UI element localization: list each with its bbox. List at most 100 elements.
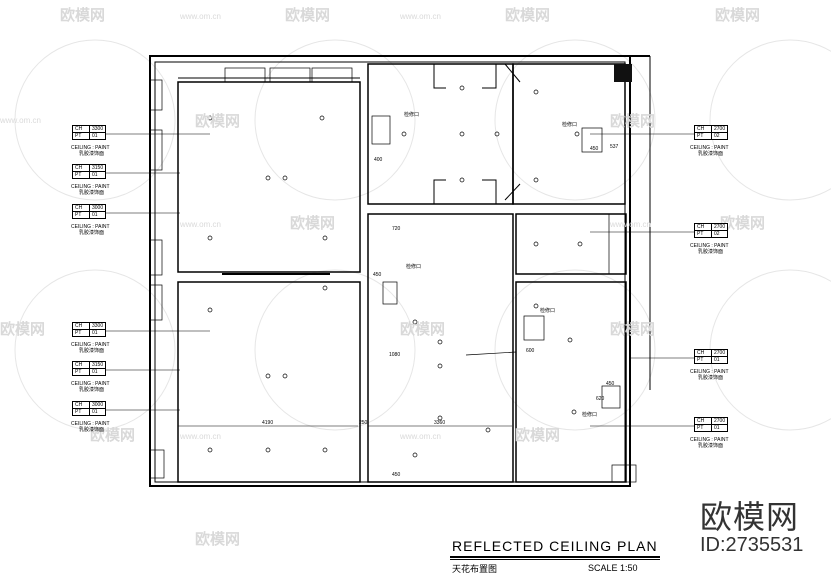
ceiling-tag-caption-cn: 乳胶漆饰面	[79, 387, 105, 393]
title-underline	[450, 556, 660, 558]
watermark-url: www.om.cn	[400, 12, 441, 21]
watermark-text: 欧模网	[60, 6, 106, 24]
ledge-bottom-right	[611, 464, 637, 483]
ceiling-tag-caption-cn: 乳胶漆饰面	[698, 375, 724, 381]
brand-id: ID:2735531	[700, 534, 804, 556]
watermark-text: 欧模网	[0, 320, 46, 338]
watermark-text: 欧模网	[515, 426, 561, 444]
shaft	[614, 64, 632, 82]
drawing-title: REFLECTED CEILING PLAN	[452, 538, 658, 554]
room-upper-left	[177, 81, 361, 273]
notch-4	[482, 64, 497, 89]
shelf-right	[608, 213, 627, 275]
dimension-label: 400	[374, 157, 383, 163]
tag-leaders	[104, 133, 694, 427]
title-underline-thin	[450, 559, 660, 560]
watermark-text: 欧模网	[720, 214, 766, 232]
wardrobe-3	[311, 67, 353, 83]
diag-1	[504, 63, 521, 83]
access-note: 检修口	[582, 412, 598, 418]
access-box-4	[523, 315, 545, 341]
ceiling-tag-caption: CEILING : PAINT	[690, 437, 729, 443]
ceiling-tag-caption: CEILING : PAINT	[71, 381, 110, 387]
access-note: 检修口	[562, 122, 578, 128]
dimension-label: 450	[606, 381, 615, 387]
dimension-label: 250	[359, 420, 368, 426]
watermark-url: www.om.cn	[180, 432, 221, 441]
dimension-label: 450	[590, 146, 599, 152]
dimension-label: 600	[526, 348, 535, 354]
window-left-4	[149, 284, 163, 321]
watermark-text: 欧模网	[400, 320, 446, 338]
ceiling-tag-caption: CEILING : PAINT	[71, 184, 110, 190]
watermark-text: 欧模网	[195, 530, 241, 548]
dimension-label: 720	[392, 226, 401, 232]
downlights	[207, 85, 583, 458]
watermark-text: 欧模网	[505, 6, 551, 24]
ceiling-tag-caption-cn: 乳胶漆饰面	[79, 151, 105, 157]
access-box-3	[382, 281, 398, 305]
room-lower-right	[515, 281, 627, 483]
access-note: 检修口	[404, 112, 420, 118]
ceiling-tag-caption: CEILING : PAINT	[71, 421, 110, 427]
notch-3	[482, 179, 497, 204]
dimension-label: 1080	[389, 352, 401, 358]
watermark-url: www.om.cn	[610, 220, 651, 229]
access-note: 检修口	[540, 308, 556, 314]
ceiling-tag-caption: CEILING : PAINT	[71, 145, 110, 151]
ceiling-tag-caption: CEILING : PAINT	[690, 369, 729, 375]
notch-1	[433, 64, 446, 89]
window-left-3	[149, 239, 163, 276]
watermark-text: 欧模网	[715, 6, 761, 24]
watermark-text: 欧模网	[610, 320, 656, 338]
ceiling-tag-caption-cn: 乳胶漆饰面	[79, 190, 105, 196]
watermark-url: www.om.cn	[400, 432, 441, 441]
window-left-2	[149, 129, 163, 171]
notch-2	[433, 179, 446, 204]
window-left-1	[149, 79, 163, 111]
dimension-label: 4190	[262, 420, 274, 426]
watermark-url: www.om.cn	[180, 12, 221, 21]
watermark-text: 欧模网	[290, 214, 336, 232]
ceiling-tag-caption: CEILING : PAINT	[71, 342, 110, 348]
ceiling-tag-caption: CEILING : PAINT	[690, 145, 729, 151]
ceiling-tag-caption-cn: 乳胶漆饰面	[698, 443, 724, 449]
dimension-label: 620	[596, 396, 605, 402]
watermark-url: www.om.cn	[180, 220, 221, 229]
room-lower-left	[177, 281, 361, 483]
ceiling-tag-caption-cn: 乳胶漆饰面	[79, 230, 105, 236]
drawing-scale: SCALE 1:50	[588, 563, 638, 573]
diag-2	[504, 183, 521, 201]
dimension-label: 537	[610, 144, 619, 150]
access-box-1	[371, 115, 391, 145]
ceiling-tag-caption-cn: 乳胶漆饰面	[698, 151, 724, 157]
wardrobe-2	[269, 67, 311, 83]
ceiling-tag-caption: CEILING : PAINT	[71, 224, 110, 230]
access-box-2	[581, 127, 603, 153]
dimension-label: 450	[373, 272, 382, 278]
ceiling-tag-caption-cn: 乳胶漆饰面	[79, 427, 105, 433]
ceiling-tag-caption: CEILING : PAINT	[690, 243, 729, 249]
drawing-subtitle: 天花布置图	[452, 565, 498, 575]
watermark-text: 欧模网	[285, 6, 331, 24]
watermark-text: 欧模网	[610, 112, 656, 130]
dimension-label: 3360	[434, 420, 446, 426]
brand-logo-text: 欧模网	[700, 498, 800, 536]
corridor-line	[465, 351, 517, 356]
ceiling-tag-caption-cn: 乳胶漆饰面	[698, 249, 724, 255]
access-box-5	[601, 385, 621, 409]
window-left-5	[149, 449, 165, 479]
dimension-label: 450	[392, 472, 401, 478]
wardrobe-1	[224, 67, 266, 83]
ceiling-tag-caption-cn: 乳胶漆饰面	[79, 348, 105, 354]
